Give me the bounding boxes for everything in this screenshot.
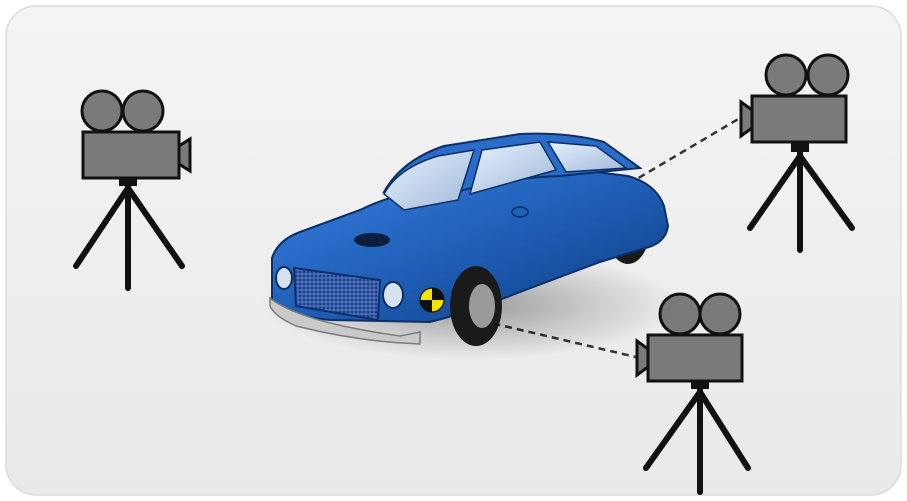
- headlight-right: [383, 282, 403, 308]
- film-reel: [700, 294, 740, 334]
- camera-lens: [179, 139, 190, 171]
- film-reel: [766, 55, 806, 95]
- camera-lens: [741, 102, 752, 136]
- camera-lens: [637, 341, 648, 375]
- film-reel: [808, 55, 848, 95]
- film-reel: [82, 91, 122, 131]
- camera-body: [752, 96, 846, 142]
- camera-body: [83, 132, 179, 178]
- film-reel: [123, 91, 163, 131]
- hood-scoop: [354, 233, 390, 247]
- headlight-left: [276, 267, 292, 289]
- side-mirror: [512, 207, 528, 217]
- camera-body: [648, 335, 742, 381]
- crash-test-marker: [420, 288, 444, 312]
